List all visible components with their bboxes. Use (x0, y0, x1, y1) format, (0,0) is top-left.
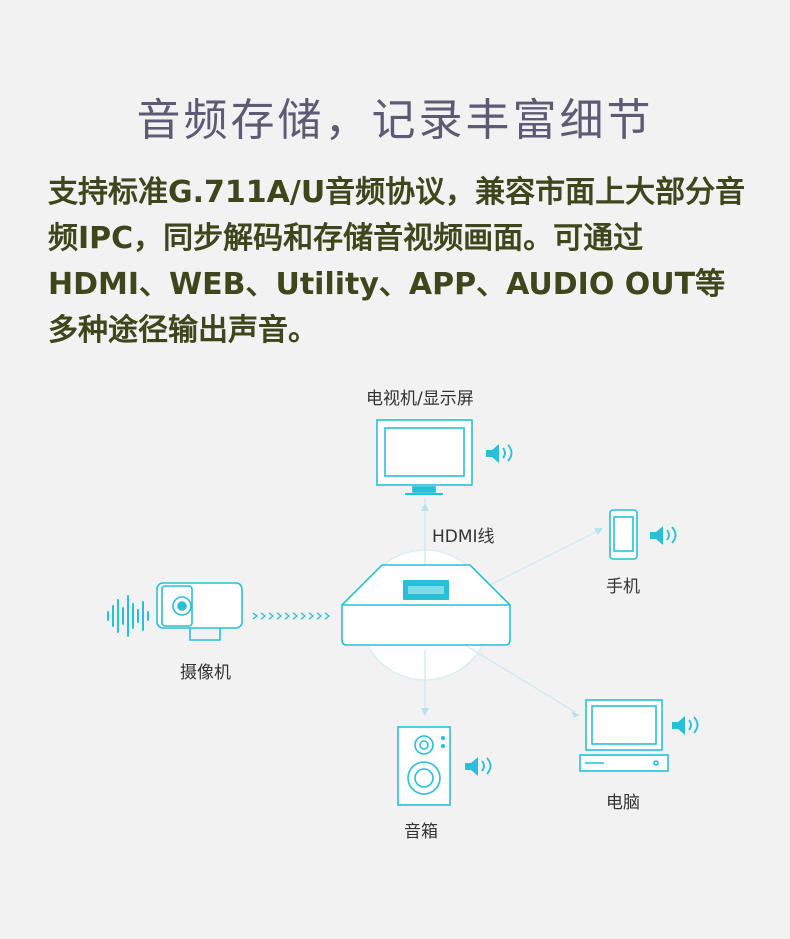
hdmi-arrow (421, 503, 429, 511)
camera-label: 摄像机 (180, 663, 231, 683)
speaker-label: 音箱 (404, 822, 438, 842)
phone-label: 手机 (606, 577, 640, 597)
computer-icon (579, 699, 669, 772)
hdmi-label: HDMI线 (432, 527, 495, 547)
computer-arrow (571, 711, 580, 718)
camera-icon (156, 582, 243, 641)
tv-monitor-icon (376, 419, 473, 495)
speaker-box-icon (397, 726, 451, 806)
computer-sound-icon (672, 716, 699, 735)
speaker-arrow (421, 708, 429, 716)
connection-lines (424, 498, 601, 713)
connection-diagram (107, 419, 699, 806)
speaker-sound-icon (465, 757, 492, 776)
phone-arrow (594, 528, 603, 535)
audio-stream-arrows (252, 612, 331, 620)
page-title: 音频存储，记录丰富细节 (136, 95, 654, 146)
tv-sound-icon (486, 444, 513, 463)
computer-label: 电脑 (606, 793, 640, 813)
phone-sound-icon (650, 526, 677, 545)
tv-label: 电视机/显示屏 (366, 389, 474, 409)
audio-waveform-icon (107, 595, 149, 637)
phone-icon (609, 509, 638, 560)
nvr-device-icon (341, 564, 511, 646)
description-text: 支持标准G.711A/U音频协议，兼容市面上大部分音频IPC，同步解码和存储音视… (48, 175, 746, 348)
